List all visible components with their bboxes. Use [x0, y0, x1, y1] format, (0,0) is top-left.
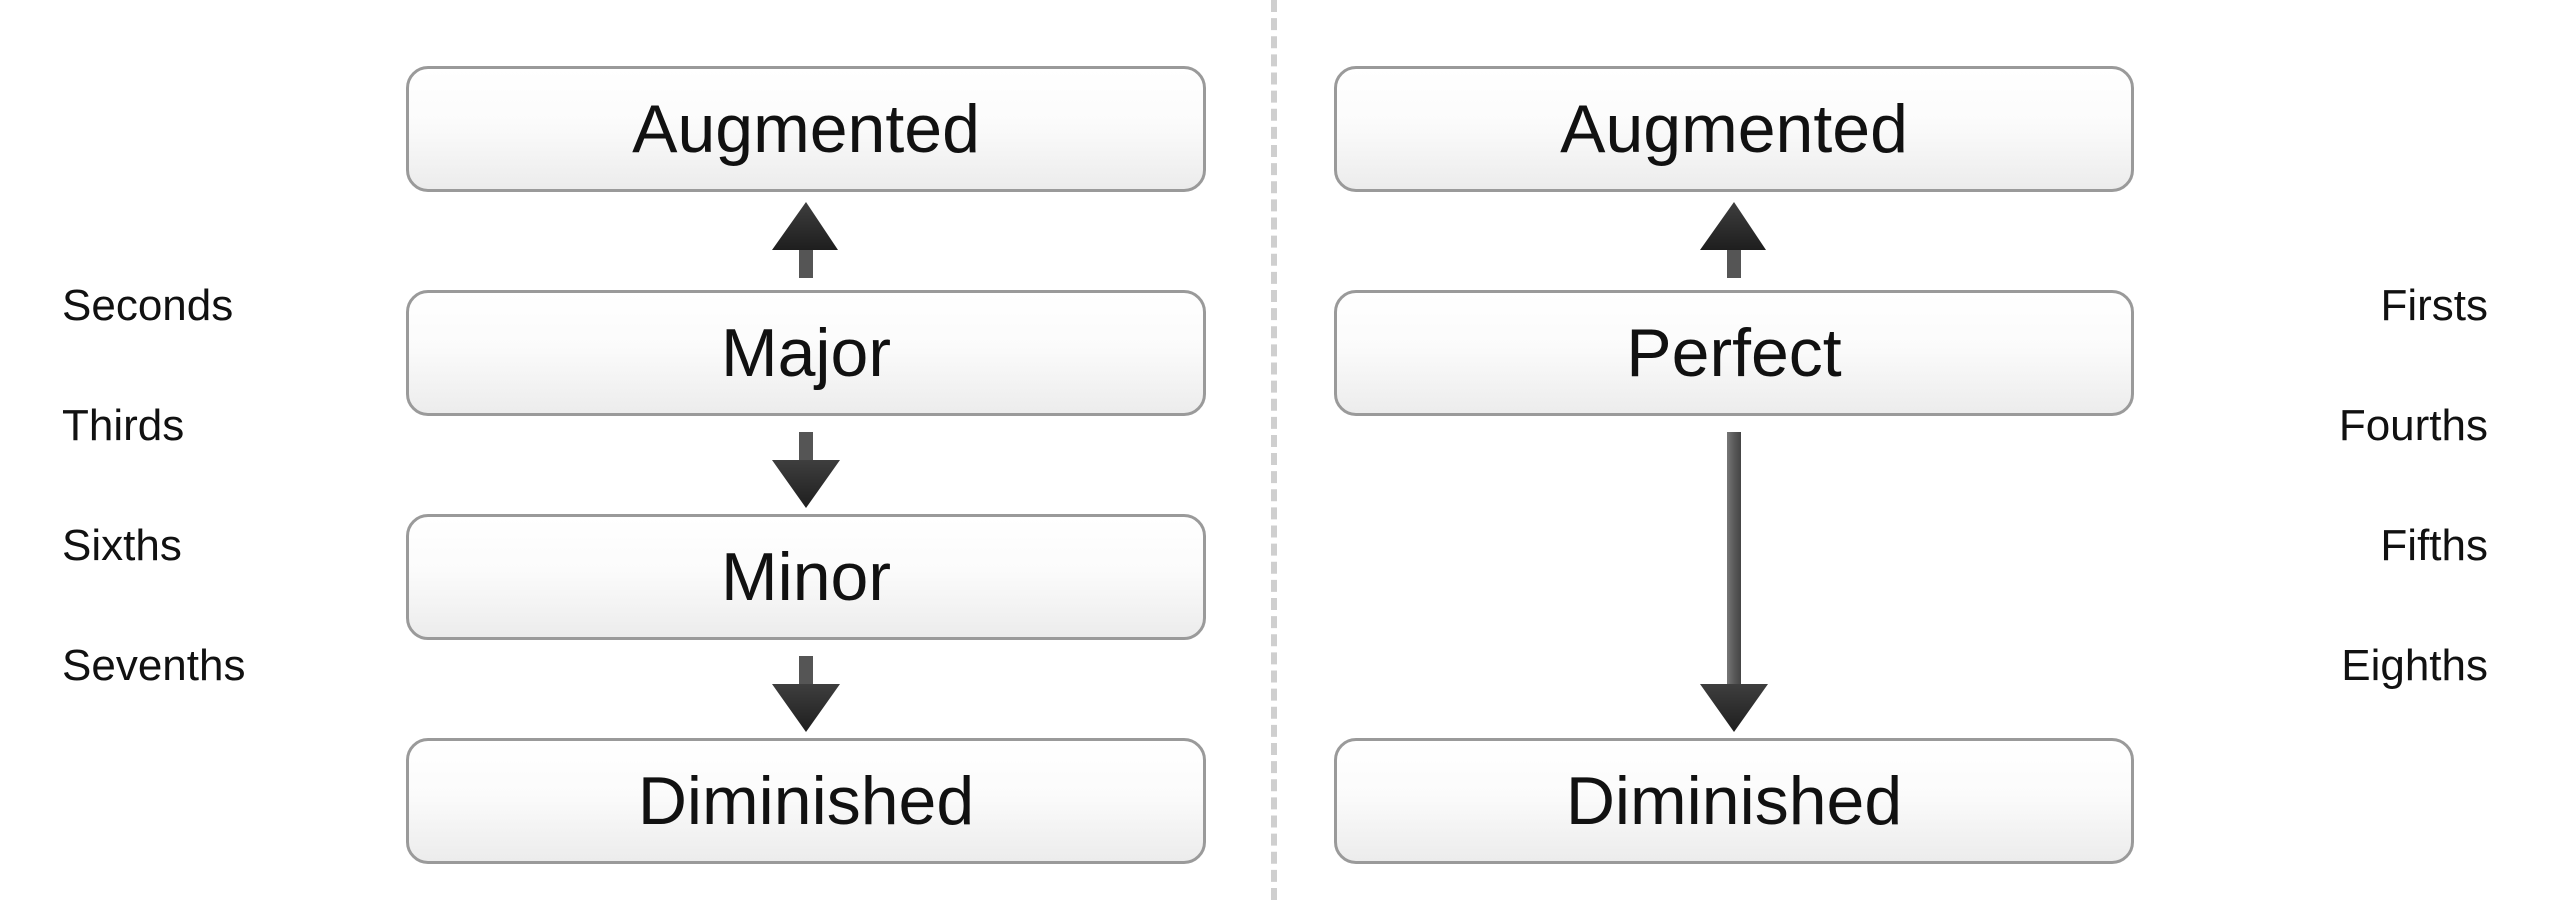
arrow-up-icon	[1700, 202, 1766, 278]
arrow-down-icon	[772, 656, 840, 732]
left-label-sevenths: Sevenths	[62, 641, 246, 690]
left-box-minor: Minor	[406, 514, 1206, 640]
right-box-augmented: Augmented	[1334, 66, 2134, 192]
left-box-major: Major	[406, 290, 1206, 416]
right-label-firsts: Firsts	[2380, 281, 2488, 330]
right-label-fifths: Fifths	[2380, 521, 2488, 570]
arrow-down-icon	[772, 432, 840, 508]
left-box-augmented: Augmented	[406, 66, 1206, 192]
right-label-fourths: Fourths	[2338, 401, 2488, 450]
left-label-sixths: Sixths	[62, 521, 182, 570]
long-arrow-down-icon	[1700, 432, 1768, 732]
right-box-perfect: Perfect	[1334, 290, 2134, 416]
column-divider	[1271, 0, 1277, 900]
left-label-seconds: Seconds	[62, 281, 234, 330]
right-box-diminished: Diminished	[1334, 738, 2134, 864]
left-label-thirds: Thirds	[62, 401, 185, 450]
left-box-diminished: Diminished	[406, 738, 1206, 864]
right-label-eighths: Eighths	[2341, 641, 2488, 690]
arrow-up-icon	[772, 202, 838, 278]
